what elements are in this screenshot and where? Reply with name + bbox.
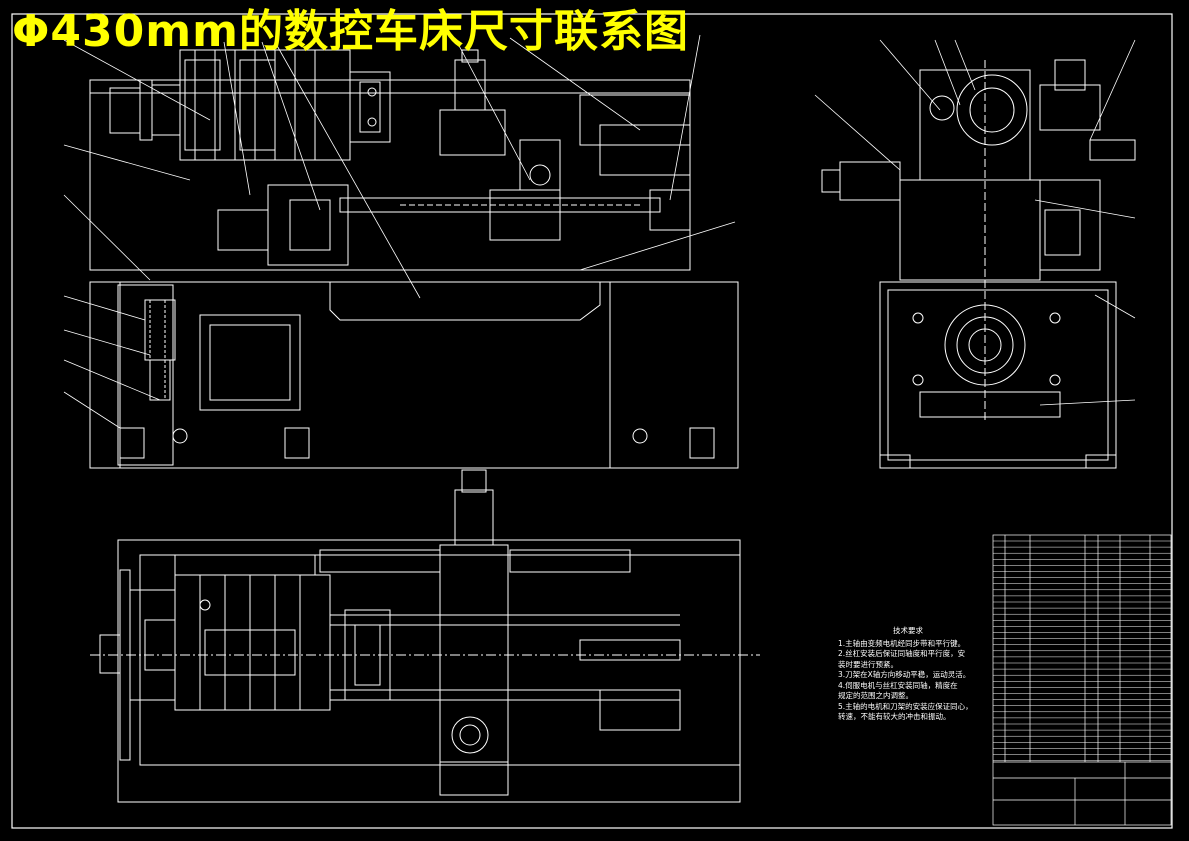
plan-view — [90, 469, 760, 803]
front-view — [89, 49, 739, 469]
drawing-title: Φ430mm的数控车床尺寸联系图 — [12, 6, 689, 57]
side-view — [821, 59, 1136, 469]
tech-item: 规定的范围之内调整。 — [838, 691, 913, 700]
side-view-leaders — [814, 39, 1136, 406]
technical-requirements: 技术要求 1.主轴由变频电机经同步带和平行键。 2.丝杠安装后保证同轴度和平行度… — [838, 626, 978, 723]
sheet-border — [11, 13, 1173, 829]
tech-item: 转速，不能有较大的冲击和振动。 — [838, 712, 951, 721]
tech-item: 5.主轴的电机和刀架的安装应保证同心， — [838, 701, 973, 711]
front-view-leaders — [63, 34, 736, 429]
bom-table — [992, 534, 1172, 826]
tech-item: 2.丝杠安装后保证同轴度和平行度，安 — [838, 649, 966, 658]
bom-rows — [993, 540, 1171, 761]
tech-item: 3.刀架在X轴方向移动平稳，运动灵活。 — [838, 670, 971, 679]
tech-item: 1.主轴由变频电机经同步带和平行键。 — [838, 638, 966, 648]
tech-item: 4.伺服电机与丝杠安装同轴，精度在 — [838, 680, 958, 690]
technical-requirements-heading: 技术要求 — [893, 626, 923, 635]
tech-item: 装时要进行预紧。 — [838, 659, 898, 669]
